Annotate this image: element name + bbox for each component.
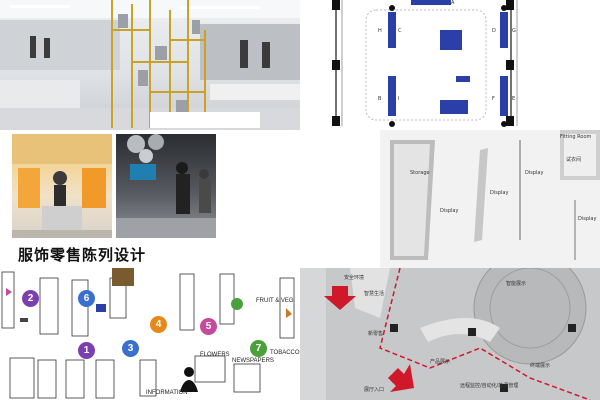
floor-plan-drawing bbox=[332, 0, 518, 127]
boutique-photo-yellow bbox=[12, 134, 112, 238]
label-information: INFORMATION bbox=[146, 390, 188, 396]
exhibition-plan: 安全环境 智慧生活 新零售 产品展示 展厅入口 终端展示 智能展示 远程监控/自… bbox=[300, 268, 600, 400]
label-fruit-veg: FRUIT & VEG bbox=[256, 298, 294, 304]
store-photo-gold-frames bbox=[0, 0, 300, 130]
plan-letter-i: I bbox=[398, 96, 400, 102]
boutique-photo-illustration bbox=[12, 134, 112, 238]
number-badge-5: 5 bbox=[200, 318, 217, 335]
plan-letter-h: H bbox=[378, 28, 382, 34]
label-flowers: FLOWERS bbox=[200, 352, 230, 358]
plan-letter-c: C bbox=[398, 28, 402, 34]
exhibition-plan-drawing bbox=[300, 268, 591, 400]
label-display-3: Display bbox=[525, 170, 544, 176]
label-new-retail: 新零售 bbox=[368, 331, 384, 337]
label-newspapers: NEWSPAPERS bbox=[232, 358, 274, 364]
number-badge-4: 4 bbox=[150, 316, 167, 333]
page-title: 服饰零售陈列设计 bbox=[18, 246, 147, 264]
label-display-2: Display bbox=[490, 190, 509, 196]
plan-letter-a: A bbox=[451, 0, 455, 6]
boutique-dark-illustration bbox=[116, 134, 216, 238]
plan-letter-b: B bbox=[378, 96, 382, 102]
number-badge-2: 2 bbox=[22, 290, 39, 307]
label-tobacco: TOBACCO bbox=[270, 350, 300, 356]
plan-letter-d: D bbox=[492, 28, 496, 34]
grey-plan-drawing bbox=[390, 130, 600, 260]
label-terminal-display: 终端展示 bbox=[530, 363, 551, 369]
number-badge-3: 3 bbox=[122, 340, 139, 357]
label-entrance: 展厅入口 bbox=[364, 387, 385, 393]
label-display-4: Display bbox=[578, 216, 597, 222]
store-photo-illustration bbox=[0, 0, 300, 130]
label-smart-display: 智能展示 bbox=[506, 281, 527, 287]
plan-letter-g: G bbox=[512, 28, 516, 34]
grey-floor-plan: Storage Display Display Display Display … bbox=[380, 130, 600, 270]
plan-letter-e: E bbox=[512, 96, 516, 102]
label-product-display: 产品展示 bbox=[430, 359, 451, 365]
number-badge-6: 6 bbox=[78, 290, 95, 307]
label-security: 安全环境 bbox=[344, 275, 365, 281]
label-note: 远程监控/自动化/能源管理 bbox=[460, 383, 519, 389]
label-fitting-room-cn: 试衣间 bbox=[566, 157, 582, 163]
supermarket-plan-drawing bbox=[1, 268, 295, 399]
label-fitting-room: Fitting Room bbox=[560, 134, 592, 140]
plan-letter-f: F bbox=[492, 96, 495, 102]
number-badge-1: 1 bbox=[78, 342, 95, 359]
number-badge-7: 7 bbox=[250, 340, 267, 357]
label-storage: Storage bbox=[410, 170, 430, 176]
label-smart-life: 智慧生活 bbox=[364, 291, 385, 297]
boutique-photo-dark bbox=[116, 134, 216, 238]
floor-plan-fixtures: A B C D E F G H I bbox=[306, 0, 600, 130]
label-display-1: Display bbox=[440, 208, 459, 214]
supermarket-plan: 2 6 4 1 3 5 7 FRUIT & VEG FLOWERS NEWSPA… bbox=[0, 268, 300, 400]
